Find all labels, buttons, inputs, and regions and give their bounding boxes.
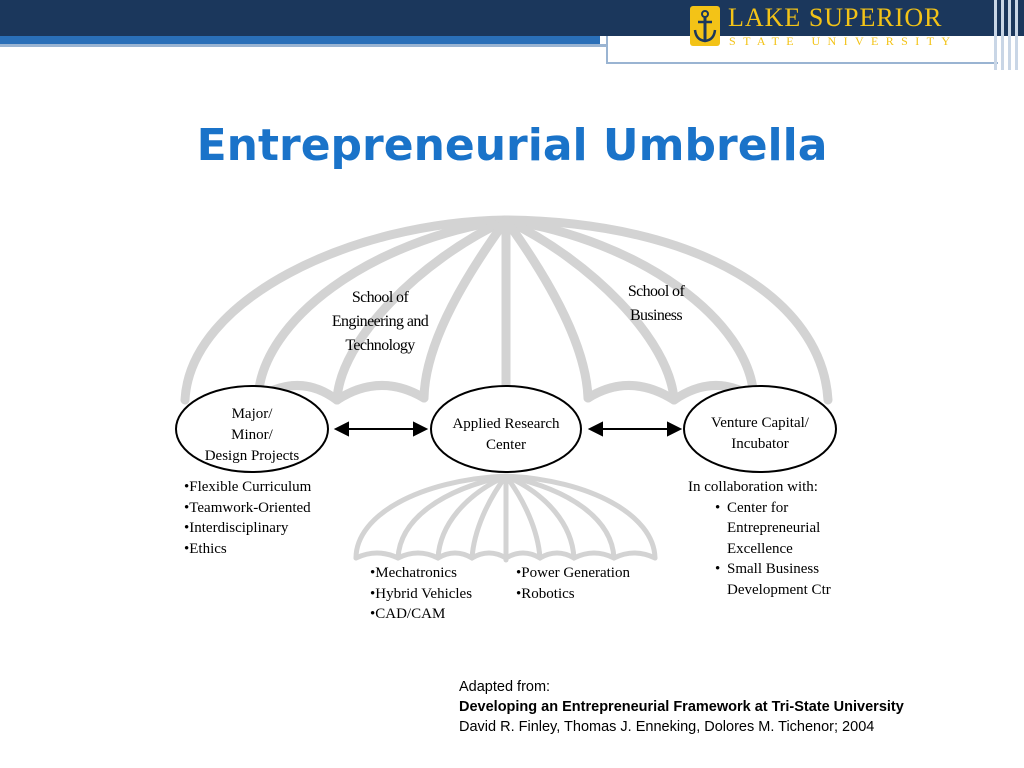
citation-authors: David R. Finley, Thomas J. Enneking, Dol… xyxy=(459,717,904,737)
school-engineering-line: School of xyxy=(300,286,460,310)
list-item-text: Hybrid Vehicles xyxy=(375,586,472,602)
school-business-line: School of xyxy=(596,280,716,304)
list-item-text: Small Business Development Ctr xyxy=(715,559,831,600)
left-list: •Flexible Curriculum •Teamwork-Oriented … xyxy=(184,477,311,559)
list-item-text: Interdisciplinary xyxy=(189,520,288,536)
list-item-line: Entrepreneurial xyxy=(727,518,831,539)
school-business-line: Business xyxy=(596,304,716,328)
list-item-text: Ethics xyxy=(189,541,227,557)
list-item-text: Center for Entrepreneurial Excellence xyxy=(715,498,831,560)
school-engineering-line: Technology xyxy=(300,334,460,358)
list-item: •Hybrid Vehicles xyxy=(370,584,472,605)
citation-title: Developing an Entrepreneurial Framework … xyxy=(459,697,904,717)
citation-intro: Adapted from: xyxy=(459,677,904,697)
list-item-text: Mechatronics xyxy=(375,565,457,581)
school-engineering-line: Engineering and xyxy=(300,310,460,334)
list-item-text: Robotics xyxy=(521,586,574,602)
node-left-label: Major/ Minor/ Design Projects xyxy=(180,404,324,467)
right-list: In collaboration with: • Center for Entr… xyxy=(688,477,831,600)
list-item: •Flexible Curriculum xyxy=(184,477,311,498)
list-item: •Interdisciplinary xyxy=(184,518,311,539)
node-center-line: Center xyxy=(436,435,576,456)
list-item-line: Excellence xyxy=(727,539,831,560)
list-item: •Ethics xyxy=(184,539,311,560)
node-right-label: Venture Capital/ Incubator xyxy=(688,413,832,455)
list-item: • Center for Entrepreneurial Excellence xyxy=(688,498,831,560)
list-item-text: Teamwork-Oriented xyxy=(189,500,310,516)
school-business-label: School of Business xyxy=(596,280,716,328)
list-item: •Teamwork-Oriented xyxy=(184,498,311,519)
node-left-line: Major/ xyxy=(180,404,324,425)
list-item-line: Development Ctr xyxy=(727,580,831,601)
arrowhead xyxy=(668,423,680,435)
citation: Adapted from: Developing an Entrepreneur… xyxy=(459,677,904,737)
list-item: •Robotics xyxy=(516,584,630,605)
list-item: • Small Business Development Ctr xyxy=(688,559,831,600)
node-left-line: Design Projects xyxy=(180,446,324,467)
list-item: •CAD/CAM xyxy=(370,604,472,625)
arrowhead xyxy=(336,423,348,435)
list-item-line: Small Business xyxy=(727,559,831,580)
school-engineering-label: School of Engineering and Technology xyxy=(300,286,460,358)
list-item-line: Center for xyxy=(727,498,831,519)
arrowhead xyxy=(414,423,426,435)
list-item-text: Power Generation xyxy=(521,565,630,581)
list-item-text: Flexible Curriculum xyxy=(189,479,311,495)
node-right-line: Incubator xyxy=(688,434,832,455)
small-canopy-rib xyxy=(472,476,506,558)
canopy-scallop xyxy=(588,385,674,400)
bullet: • xyxy=(715,498,720,519)
center-list-col1: •Mechatronics •Hybrid Vehicles •CAD/CAM xyxy=(370,563,472,625)
node-left-line: Minor/ xyxy=(180,425,324,446)
node-right-line: Venture Capital/ xyxy=(688,413,832,434)
node-center-label: Applied Research Center xyxy=(436,414,576,456)
right-list-intro: In collaboration with: xyxy=(688,477,831,498)
node-center-line: Applied Research xyxy=(436,414,576,435)
canopy-scallop xyxy=(337,385,424,400)
list-item-text: CAD/CAM xyxy=(375,606,445,622)
list-item: •Mechatronics xyxy=(370,563,472,584)
center-list-col2: •Power Generation •Robotics xyxy=(516,563,630,604)
bullet: • xyxy=(715,559,720,580)
arrowhead xyxy=(590,423,602,435)
list-item: •Power Generation xyxy=(516,563,630,584)
small-canopy-rib xyxy=(506,476,540,558)
